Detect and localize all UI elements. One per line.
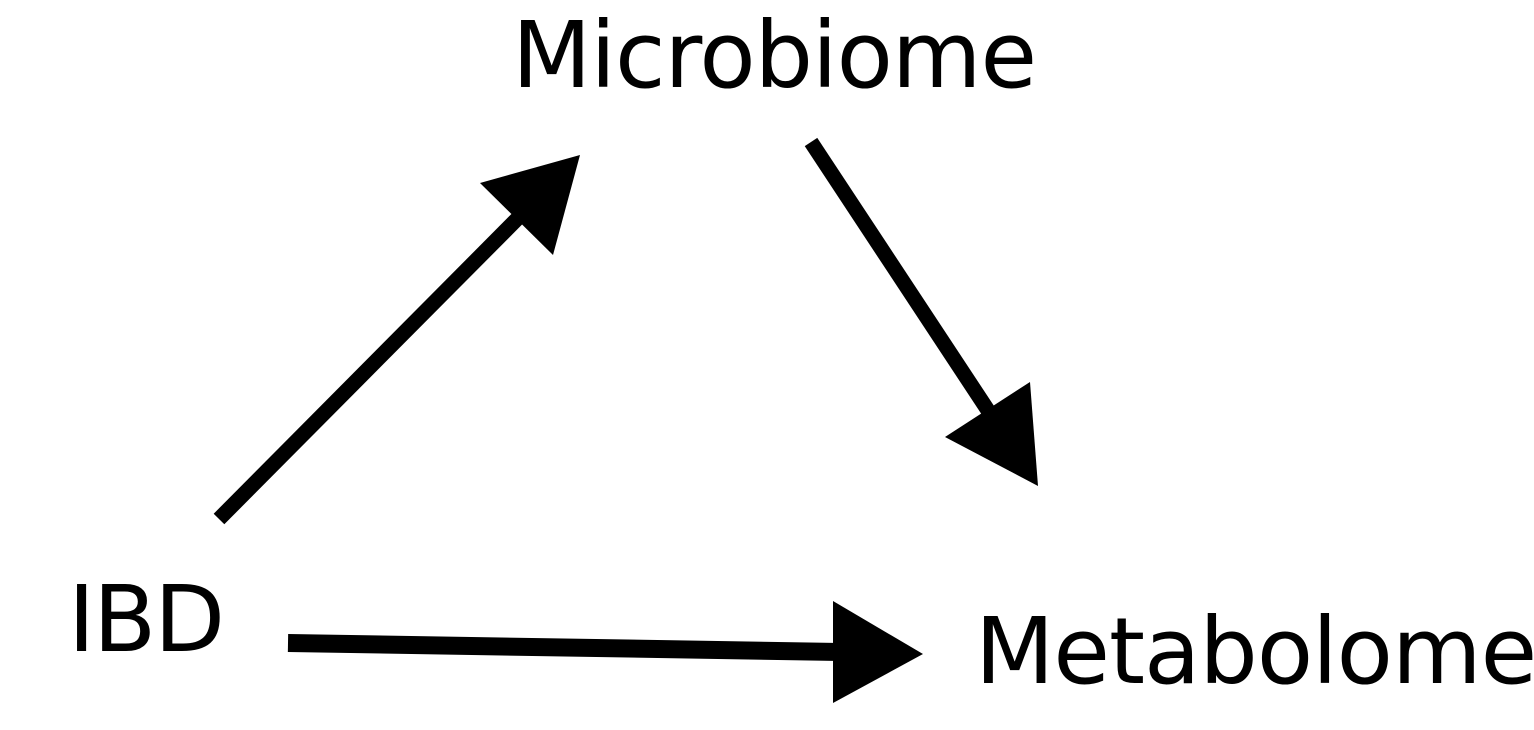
arrow-microbiome-to-metabolome	[804, 137, 1038, 486]
arrow-shaft	[287, 634, 841, 661]
node-microbiome-label: Microbiome	[512, 2, 1037, 109]
arrow-head	[833, 601, 923, 703]
arrow-shaft	[804, 137, 1000, 423]
arrow-ibd-to-microbiome	[213, 155, 580, 525]
arrow-ibd-to-metabolome	[287, 601, 923, 703]
node-ibd-label: IBD	[68, 566, 225, 673]
arrow-shaft	[213, 212, 524, 525]
node-metabolome-label: Metabolome	[975, 598, 1534, 705]
arrow-head	[945, 382, 1038, 486]
arrow-head	[480, 155, 580, 255]
